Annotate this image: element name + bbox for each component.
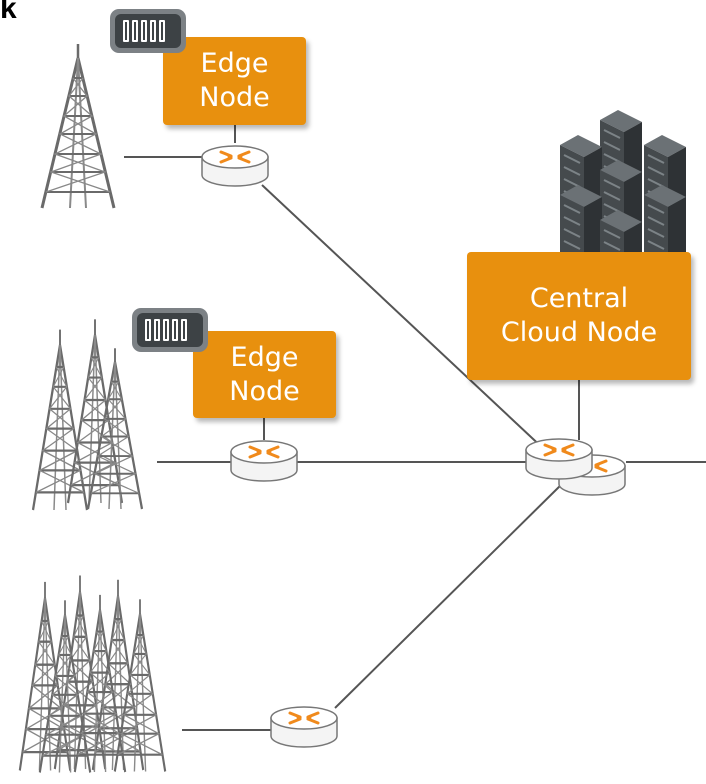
network-links	[124, 125, 706, 731]
edge-node-middle-label-1: Edge	[230, 341, 299, 373]
cell-tower-icon	[40, 42, 116, 210]
edge-node-top-label-2: Node	[199, 82, 270, 113]
link-router1-core	[261, 184, 548, 453]
central-cloud-node-label-2: Cloud Node	[500, 317, 658, 348]
central-cloud-node-label-1: Central	[529, 283, 629, 314]
router-icon	[200, 144, 270, 188]
central-cloud-node: Central Cloud Node	[467, 252, 691, 380]
router-icon	[269, 705, 339, 749]
router-icon	[524, 437, 594, 481]
router-icon	[229, 439, 299, 483]
link-core-router3	[334, 480, 566, 709]
edge-node-middle-label-2: Node	[229, 375, 300, 407]
cell-tower-icon	[31, 317, 144, 512]
edge-node-top: Edge Node	[163, 37, 306, 125]
corner-text: k	[0, 0, 17, 25]
cell-tower-icon	[18, 573, 167, 775]
edge-node-middle: Edge Node	[193, 331, 336, 418]
edge-node-top-label-1: Edge	[200, 48, 269, 79]
